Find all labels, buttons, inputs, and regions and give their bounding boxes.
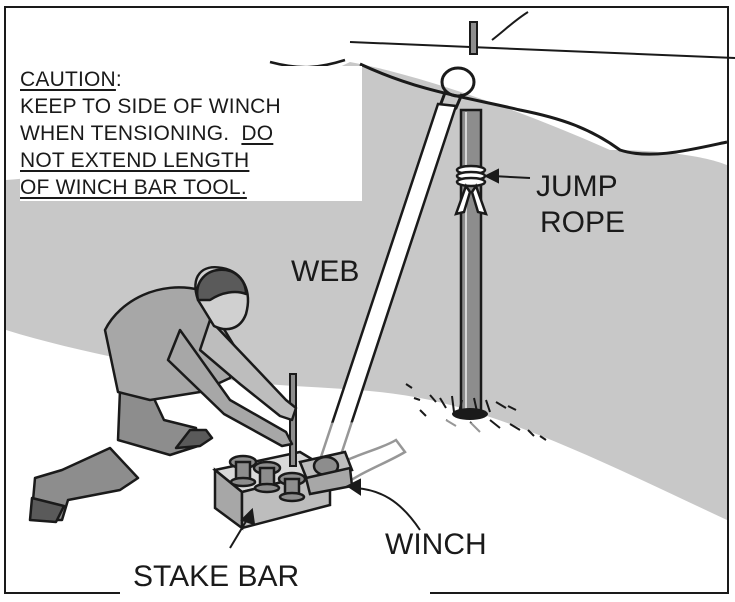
caution-line-2-underlined: DO	[241, 122, 273, 145]
caution-line-2: WHEN TENSIONING. DO	[20, 120, 362, 147]
tent-pole	[461, 110, 481, 415]
caution-heading: CAUTION	[20, 68, 116, 91]
caution-heading-line: CAUTION:	[20, 66, 362, 93]
pole-tip	[470, 22, 477, 54]
label-web: WEB	[291, 255, 359, 288]
label-stake-bar: STAKE BAR	[133, 560, 299, 593]
label-jump: JUMP	[536, 170, 618, 203]
caution-line-3: NOT EXTEND LENGTH	[20, 147, 362, 174]
caution-heading-colon: :	[116, 68, 122, 91]
label-rope: ROPE	[540, 206, 625, 239]
caution-note: CAUTION: KEEP TO SIDE OF WINCH WHEN TENS…	[20, 66, 362, 201]
label-winch: WINCH	[385, 528, 487, 561]
caution-line-1: KEEP TO SIDE OF WINCH	[20, 93, 362, 120]
caution-line-2-plain: WHEN TENSIONING.	[20, 122, 241, 145]
caution-line-4: OF WINCH BAR TOOL.	[20, 174, 362, 201]
